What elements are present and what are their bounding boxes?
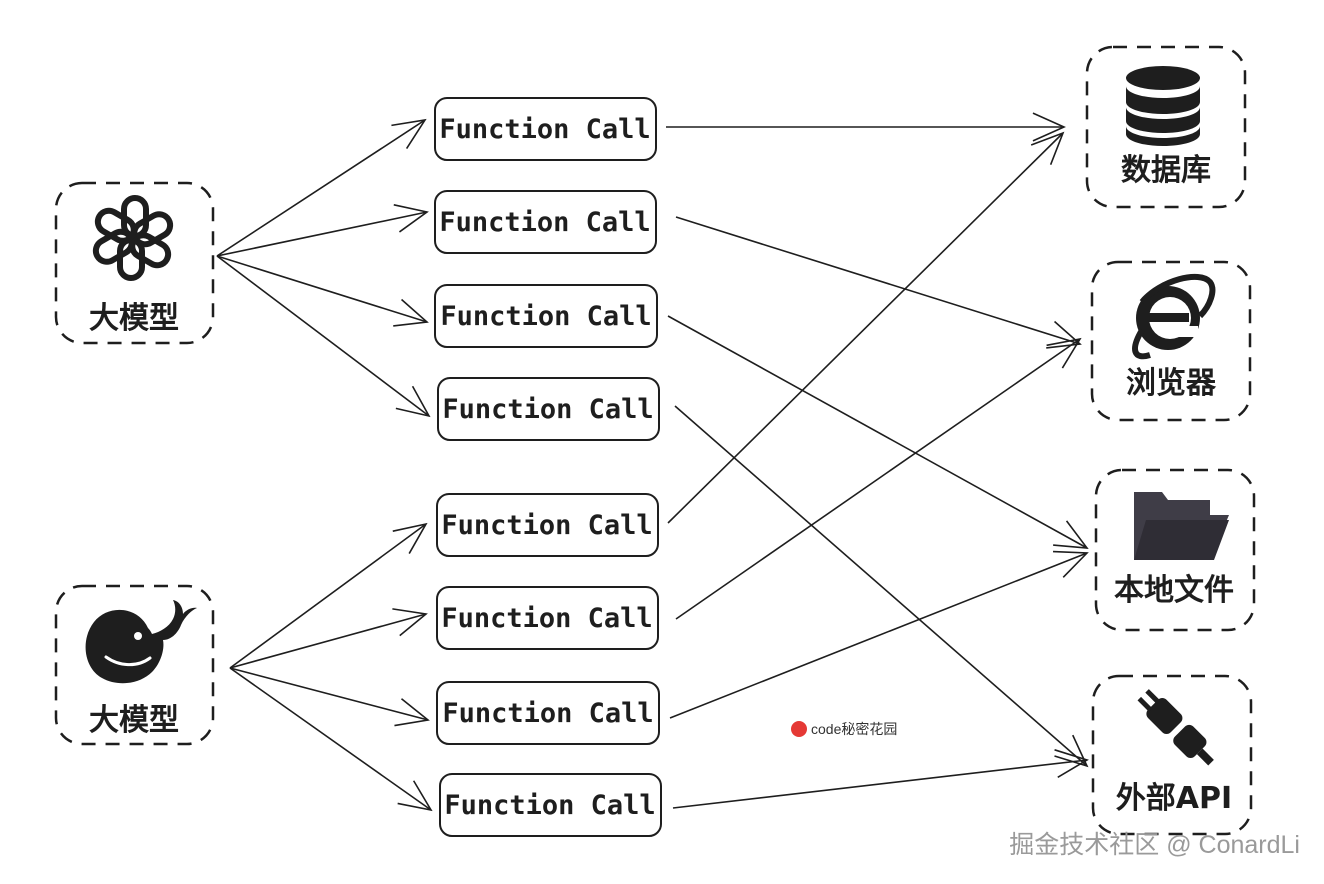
browser-ie-icon: [1132, 273, 1216, 360]
watermark: code秘密花园: [791, 721, 897, 737]
target-node-local-files: 本地文件: [1094, 468, 1256, 632]
target-node-browser: 浏览器: [1090, 260, 1252, 422]
function-to-target-arrow: [667, 315, 1089, 549]
function-call-box: Function Call: [434, 190, 657, 254]
target-node-external-api: 外部API: [1091, 674, 1253, 836]
folder-icon: [1134, 492, 1229, 560]
function-call-box: Function Call: [434, 97, 657, 161]
deepseek-whale-icon: [85, 600, 197, 684]
function-to-target-arrow: [672, 749, 1089, 809]
target-label: 本地文件: [1114, 573, 1234, 608]
function-call-box: Function Call: [439, 773, 662, 837]
model-node-deepseek: 大模型: [54, 584, 215, 746]
function-call-label: Function Call: [442, 394, 653, 425]
plug-icon: [1137, 689, 1214, 766]
function-call-label: Function Call: [444, 790, 655, 821]
watermark-text: code秘密花园: [811, 721, 897, 737]
target-label: 浏览器: [1126, 366, 1217, 401]
model-node-openai: 大模型: [54, 181, 215, 345]
function-call-box: Function Call: [437, 377, 660, 441]
function-call-box: Function Call: [436, 586, 659, 650]
model-to-function-arrow: [229, 608, 428, 669]
function-to-target-arrow: [669, 550, 1089, 719]
model-label: 大模型: [89, 703, 179, 738]
database-icon: [1126, 66, 1200, 146]
function-to-target-arrow: [675, 337, 1082, 620]
target-label: 外部API: [1116, 781, 1232, 816]
function-to-target-arrow: [666, 112, 1066, 142]
footer-credit: 掘金技术社区 @ ConardLi: [1009, 831, 1300, 859]
target-label: 数据库: [1121, 153, 1211, 188]
model-to-function-arrow: [216, 118, 427, 257]
function-to-target-arrow: [667, 131, 1065, 524]
function-call-label: Function Call: [442, 698, 653, 729]
function-to-target-arrow: [674, 405, 1089, 768]
function-call-label: Function Call: [441, 510, 652, 541]
function-call-label: Function Call: [439, 207, 650, 238]
model-to-function-arrow: [216, 255, 431, 418]
model-to-function-arrow: [229, 667, 430, 727]
model-to-function-arrow: [216, 255, 429, 327]
arrows-layer: [216, 112, 1089, 812]
function-call-label: Function Call: [439, 114, 650, 145]
model-label: 大模型: [89, 301, 179, 336]
model-to-function-arrow: [216, 204, 429, 257]
function-to-target-arrow: [675, 216, 1082, 349]
openai-logo-icon: [92, 195, 174, 281]
function-call-label: Function Call: [441, 603, 652, 634]
watermark-logo-icon: [791, 721, 807, 737]
function-call-box: Function Call: [436, 493, 659, 557]
function-call-label: Function Call: [440, 301, 651, 332]
function-call-box: Function Call: [434, 284, 658, 348]
model-to-function-arrow: [229, 522, 428, 669]
target-node-database: 数据库: [1085, 45, 1247, 209]
model-to-function-arrow: [229, 667, 433, 812]
function-call-box: Function Call: [436, 681, 660, 745]
